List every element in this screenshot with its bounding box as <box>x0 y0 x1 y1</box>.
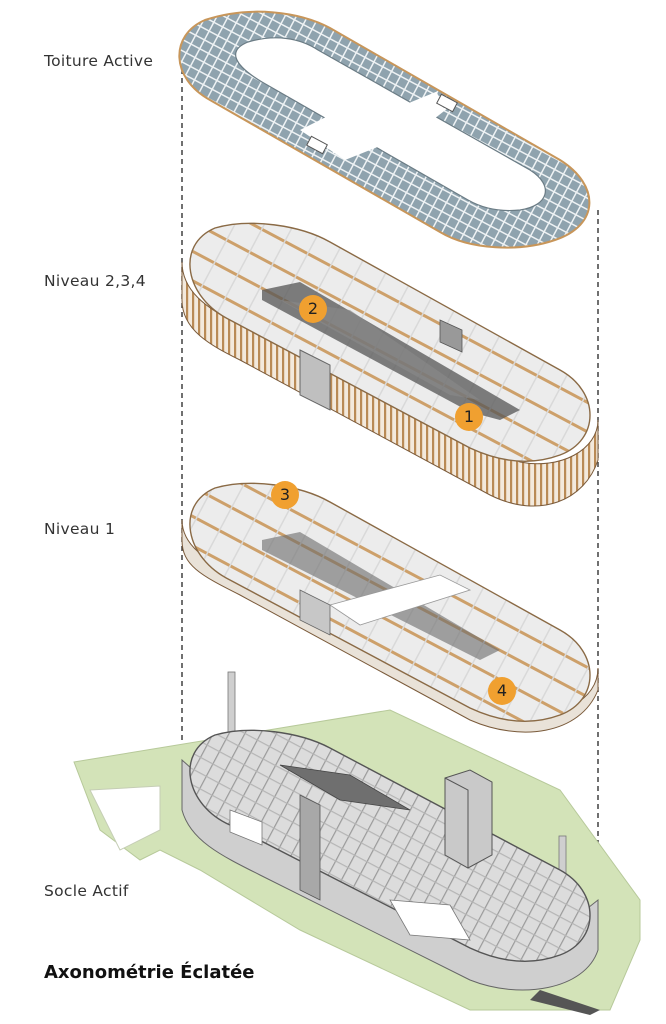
label-niveau-1: Niveau 1 <box>44 520 116 538</box>
guide-lines <box>181 60 599 930</box>
label-niveau-2-3-4: Niveau 2,3,4 <box>44 272 146 290</box>
marker-1: 1 <box>455 403 483 431</box>
marker-2: 2 <box>299 295 327 323</box>
levels-2-3-4 <box>181 222 599 507</box>
marker-4: 4 <box>488 677 516 705</box>
label-socle-actif: Socle Actif <box>44 882 129 900</box>
roof-solar-ring <box>178 10 591 249</box>
label-toiture-active: Toiture Active <box>44 52 154 70</box>
marker-3: 3 <box>271 481 299 509</box>
level-1 <box>181 482 599 733</box>
socle-actif <box>73 671 641 1015</box>
diagram-title: Axonométrie Éclatée <box>44 962 255 983</box>
